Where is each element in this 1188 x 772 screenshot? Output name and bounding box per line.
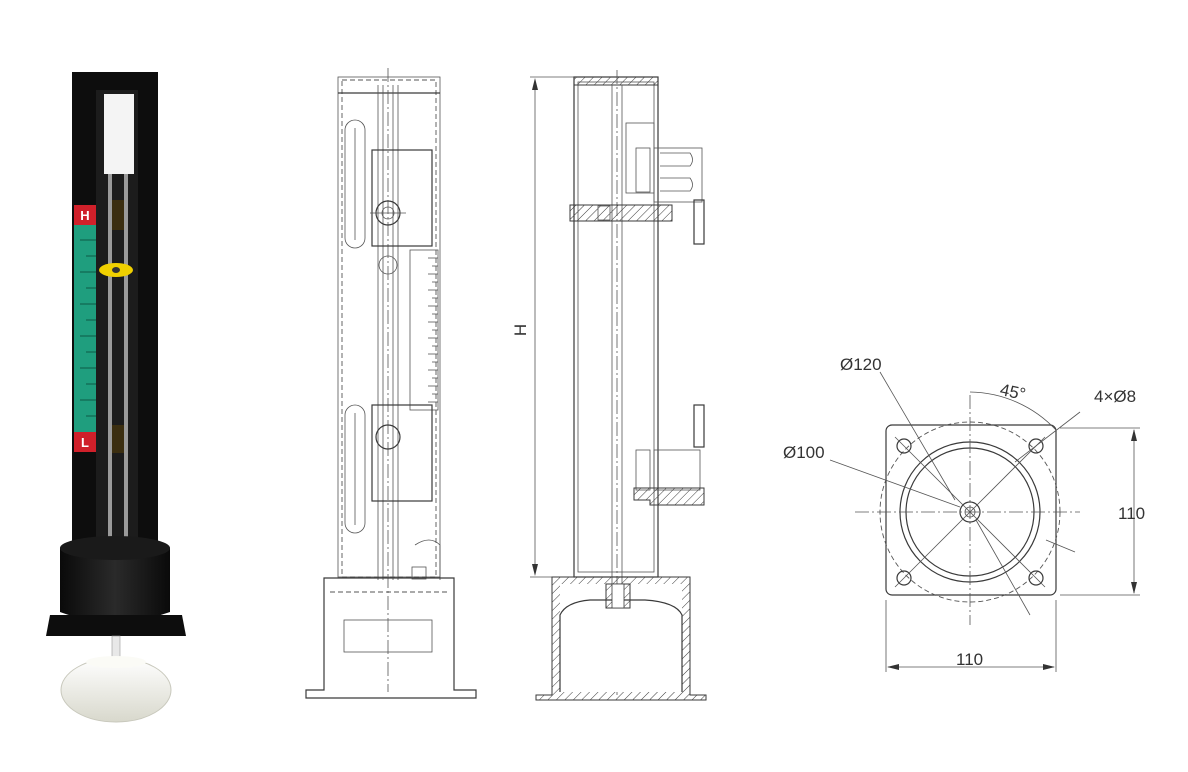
front-base-window: [343, 619, 433, 653]
scale-ticks: [80, 239, 96, 417]
upper-flange-section: [569, 204, 673, 222]
lower-switch-box: [653, 449, 701, 491]
top-block: [104, 94, 134, 174]
front-base: [305, 577, 477, 699]
flange-view: Ø120 Ø100 45° 4×Ø8 110 110: [783, 355, 1145, 672]
gauge-flange: [46, 615, 186, 636]
bolt-hole: [896, 570, 912, 586]
front-slot-lower: [344, 404, 366, 534]
front-view: [305, 68, 477, 699]
dim-inner-circle: Ø100: [783, 443, 825, 462]
front-housing: [337, 76, 441, 578]
bolt-hole: [896, 438, 912, 454]
bolt-hole: [1028, 570, 1044, 586]
section-view: H: [511, 70, 707, 701]
front-scale-ticks: [428, 257, 438, 403]
dim-width: 110: [956, 650, 983, 669]
float-rod: [111, 635, 121, 659]
front-slot-upper: [344, 119, 366, 249]
leader-inner-circle: [829, 459, 961, 508]
magnet-lower: [112, 425, 124, 453]
height-dim-label: H: [511, 324, 530, 336]
dim-holes: 4×Ø8: [1094, 387, 1136, 406]
dim-height: 110: [1118, 504, 1145, 523]
upper-switch-box: [653, 147, 703, 203]
green-scale: [74, 224, 96, 452]
rod-left: [108, 174, 112, 544]
dim-angle: 45°: [998, 380, 1027, 404]
leader-outer-circle: [879, 371, 956, 501]
high-mark-label: H: [80, 208, 89, 223]
dim-outer-circle: Ø120: [840, 355, 882, 374]
lower-carriage: [371, 404, 433, 502]
upper-carriage: [371, 149, 433, 247]
leader-holes: [1014, 411, 1081, 463]
bolt-hole: [1028, 438, 1044, 454]
square-flange: [885, 424, 1057, 596]
rod-right: [124, 174, 128, 544]
angle-arc: [969, 391, 1057, 431]
section-housing: [573, 76, 659, 578]
low-mark-label: L: [81, 435, 89, 450]
low-mark-box: [74, 432, 96, 452]
gauge-base: [60, 539, 170, 622]
gauge-photo: H L: [46, 72, 186, 723]
magnet-upper: [112, 200, 124, 230]
high-mark-box: [74, 205, 96, 225]
